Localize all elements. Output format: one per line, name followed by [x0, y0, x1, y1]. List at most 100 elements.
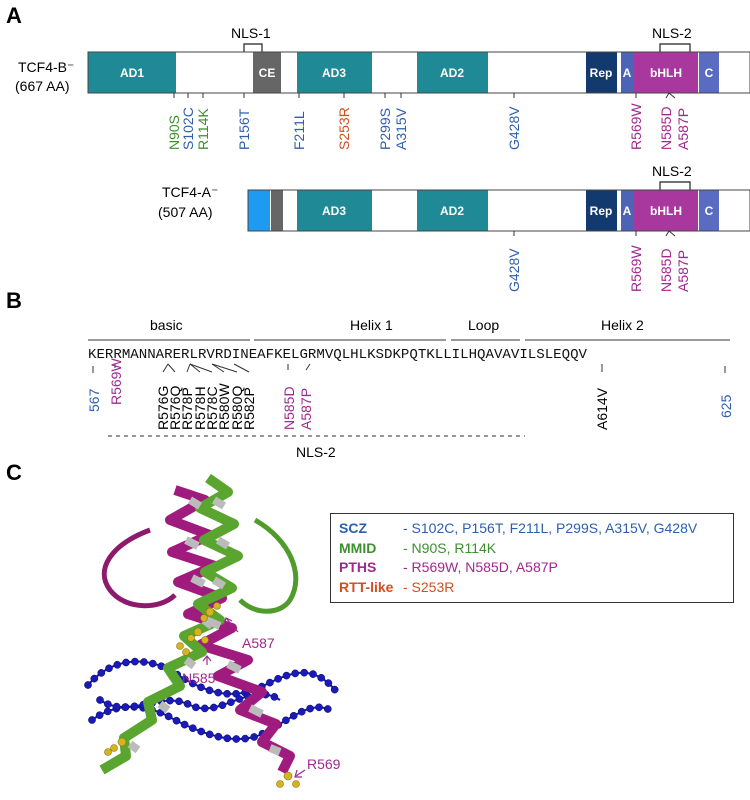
domain-ad3-a-label: AD3 [322, 204, 346, 218]
mut-r114k: R114K [195, 108, 211, 150]
mut-n90s: N90S [166, 115, 182, 150]
domain-ad3 [297, 52, 372, 93]
domain-ce-label: CE [259, 66, 276, 80]
domain-ad1 [88, 52, 176, 93]
dna-bead [297, 707, 306, 716]
domain-ad3-a [297, 190, 372, 231]
domain-ce [253, 52, 281, 93]
hlh-sequence: KERRMANNARERLRVRDINEAFKELGRMVQLHLKSDKPQT… [88, 347, 588, 363]
protein-b-bar: AD1 CE AD3 AD2 Rep A bHLH C [87, 51, 750, 94]
domain-c-a-label: C [705, 204, 714, 218]
legend-cat-rtt: RTT-like [339, 578, 394, 595]
side-chains [104, 602, 300, 788]
mut-s102c: S102C [180, 107, 196, 150]
domain-a-a [621, 190, 634, 231]
dna-bead [88, 716, 96, 724]
legend-muts-pths: - R569W, N585D, A587P [403, 559, 558, 575]
legend-muts-rtt: - S253R [403, 578, 455, 595]
pos-start: 567 [86, 388, 102, 412]
mut-p299s: P299S [377, 108, 393, 150]
domain-rep-label: Rep [590, 66, 613, 80]
legend-box: SCZ - S102C, P156T, F211L, P299S, A315V,… [330, 513, 734, 603]
domain-rep-a-label: Rep [590, 204, 613, 218]
b-mut-a614v: A614V [594, 387, 610, 430]
b-mut-r580q: R580Q [229, 386, 245, 430]
nls2-bracket-a: NLS-2 [652, 163, 692, 190]
position-markers: 567 625 [86, 366, 734, 418]
protein-b-length: (667 AA) [15, 78, 69, 94]
pos-end: 625 [718, 394, 734, 418]
region-helix2: Helix 2 [601, 317, 644, 333]
b-mut-r569w: R569W [108, 358, 124, 405]
domain-ad1-label: AD1 [120, 66, 144, 80]
domain-bhlh-a-label: bHLH [650, 204, 682, 218]
label-arrows [202, 617, 306, 778]
b-mut-r578c: R578C [204, 386, 220, 430]
dna-bead [103, 707, 112, 716]
nls1-bracket: NLS-1 [231, 25, 271, 52]
domain-a-a-label: A [623, 204, 632, 218]
domain-c-a [699, 190, 719, 231]
dna-bead [140, 658, 148, 666]
domain-ad2-a-label: AD2 [440, 204, 464, 218]
protein-a-mutations: G428V R569W N585D A587P [506, 230, 691, 292]
b-mut-a587p: A587P [298, 388, 314, 430]
helix-highlights-2 [127, 496, 231, 754]
dna-bead [200, 704, 209, 713]
region-basic: basic [150, 317, 183, 333]
dna-bead [324, 679, 333, 687]
dna-bead [235, 695, 244, 703]
domain-c [699, 52, 719, 93]
nls2-label-bpanel: NLS-2 [296, 444, 336, 460]
dna-bead [130, 702, 139, 711]
dna-bead [223, 734, 232, 743]
helix-green [99, 473, 243, 775]
dna-bead [270, 693, 279, 701]
dna-bead [172, 716, 181, 725]
panel-letter-c: C [6, 460, 22, 485]
loop-right [238, 517, 299, 614]
protein-a-bar: AD3 AD2 Rep A bHLH C [247, 189, 750, 232]
dna-bead [282, 671, 291, 680]
dna-bead [232, 735, 241, 743]
nls2-bracket-b: NLS-2 [652, 25, 692, 52]
domain-a-nterm [248, 190, 270, 231]
dna-bead [241, 734, 250, 743]
domain-a [621, 52, 634, 93]
b-mut-r578p: R578P [179, 387, 195, 430]
dna-bead [164, 712, 173, 721]
region-loop: Loop [468, 317, 499, 333]
dna-bead [175, 697, 183, 706]
loop-left [101, 527, 177, 609]
legend-row-mmid: MMID - N90S, R114K [339, 539, 733, 559]
mut-a587p-b: A587P [675, 108, 691, 150]
protein-structure: A587 N585 R569 [84, 473, 341, 788]
dna-bead [112, 702, 121, 711]
region-headers: basic Helix 1 Loop Helix 2 [88, 317, 730, 341]
label-n585: N585 [182, 670, 216, 686]
protein-b-mutations: N90S S102C R114K P156T F211L S253R P299S… [166, 92, 691, 150]
dna-bead [105, 664, 113, 673]
dna-bead [97, 669, 106, 677]
label-r569: R569 [307, 756, 341, 772]
protein-a-name: TCF4-A⁻ [162, 184, 218, 200]
domain-ad2-label: AD2 [440, 66, 464, 80]
nls1-label: NLS-1 [231, 25, 271, 41]
domain-ad2 [417, 52, 488, 93]
dna-bead [291, 669, 300, 678]
b-mut-r578h: R578H [192, 386, 208, 430]
domain-bhlh-a [634, 190, 698, 231]
dna-bead [205, 686, 214, 695]
dna-bead [96, 696, 104, 704]
dna-bead [95, 711, 104, 720]
dna-bead [266, 678, 274, 687]
mut-n585d-b: N585D [658, 106, 674, 150]
protein-b-name: TCF4-B⁻ [18, 59, 74, 75]
mut-f211l: F211L [291, 111, 307, 150]
dna-bead [183, 700, 192, 708]
protein-a-length: (507 AA) [158, 204, 212, 220]
mut-s253r: S253R [336, 107, 352, 150]
dna-bead [209, 703, 218, 712]
dna-bead [188, 679, 197, 688]
